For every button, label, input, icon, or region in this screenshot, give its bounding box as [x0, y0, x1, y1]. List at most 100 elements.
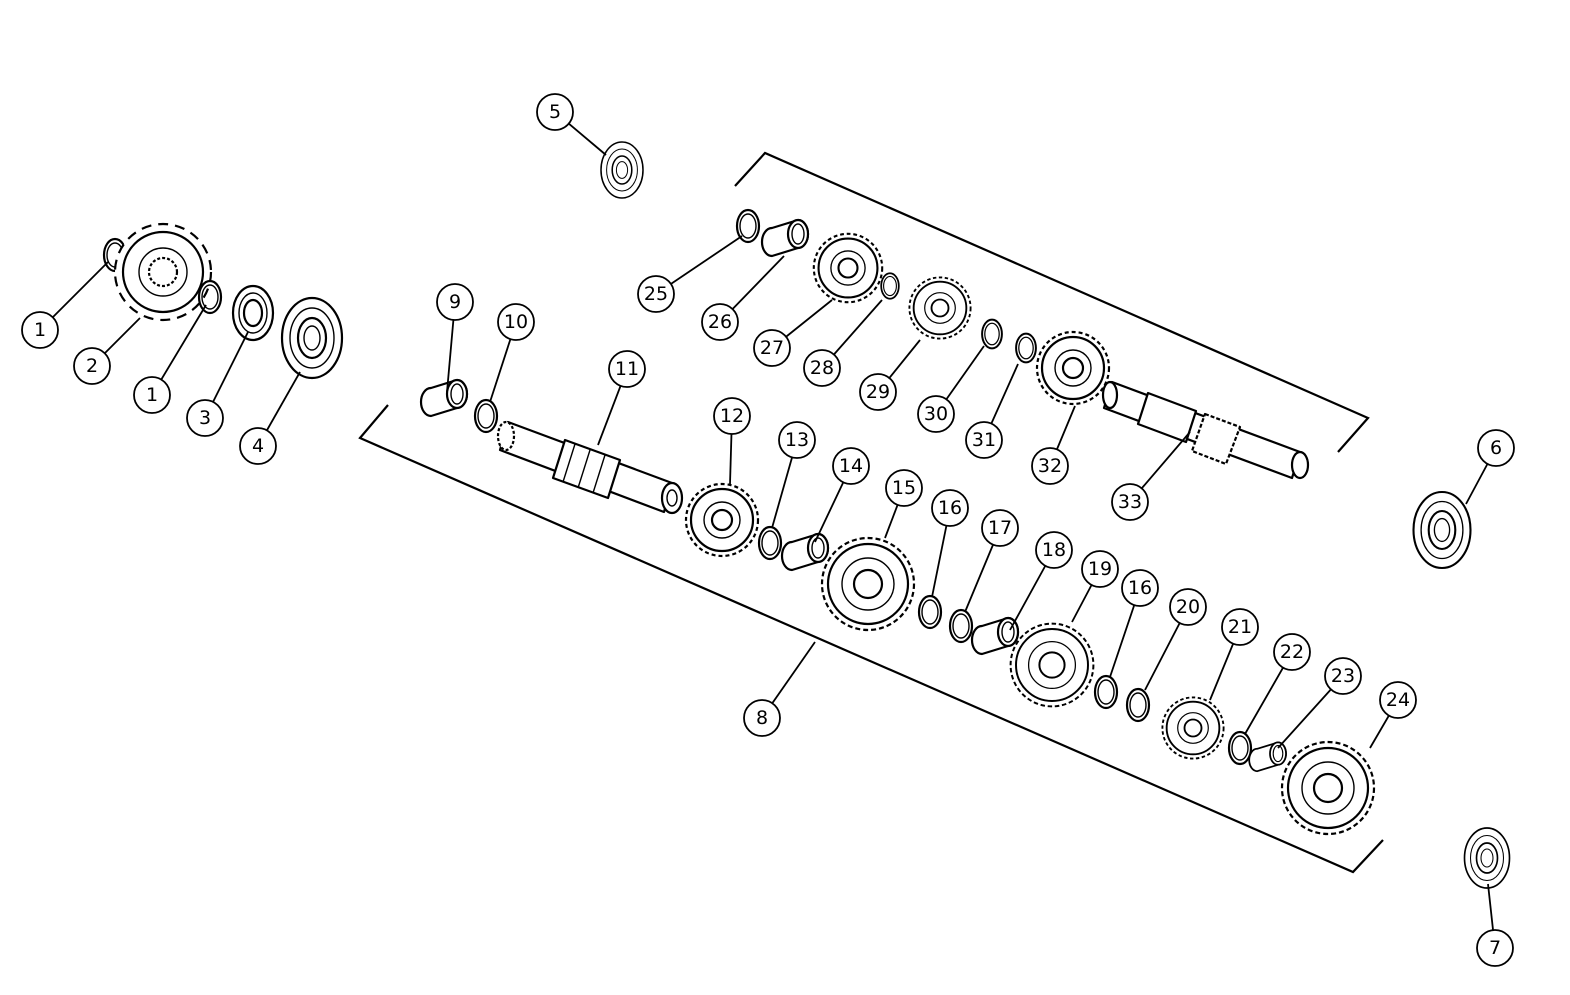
callout-3: 3 — [186, 399, 224, 437]
bearing-part-6 — [1412, 490, 1472, 570]
callout-14-label: 14 — [839, 455, 863, 477]
callout-25: 25 — [637, 275, 675, 313]
callout-31: 31 — [965, 421, 1003, 459]
callout-5-label: 5 — [549, 101, 561, 123]
callout-15-label: 15 — [892, 477, 916, 499]
circlip-part-30 — [981, 318, 1003, 350]
callout-32-label: 32 — [1038, 455, 1062, 477]
gear-part-32 — [1035, 330, 1111, 406]
bush-part-26 — [760, 218, 810, 258]
callout-26: 26 — [701, 303, 739, 341]
callout-20: 20 — [1169, 588, 1207, 626]
callout-31-label: 31 — [972, 429, 996, 451]
gear-part-29 — [908, 276, 972, 340]
callout-2: 2 — [73, 347, 111, 385]
callout-13: 13 — [778, 421, 816, 459]
callout-8: 8 — [743, 699, 781, 737]
callout-29: 29 — [859, 373, 897, 411]
callout-30-label: 30 — [924, 403, 948, 425]
bush-part-14 — [780, 532, 830, 572]
washer-part-13 — [757, 525, 783, 561]
callout-1b-label: 1 — [146, 384, 158, 406]
callout-19: 19 — [1081, 550, 1119, 588]
callout-17: 17 — [981, 509, 1019, 547]
callout-23-label: 23 — [1331, 665, 1355, 687]
callout-5: 5 — [536, 93, 574, 131]
gear-part-24 — [1280, 740, 1376, 836]
callout-23: 23 — [1324, 657, 1362, 695]
callout-25-label: 25 — [644, 283, 668, 305]
callout-12-label: 12 — [720, 405, 744, 427]
callout-1b: 1 — [133, 376, 171, 414]
callout-12: 12 — [713, 397, 751, 435]
callout-30: 30 — [917, 395, 955, 433]
callout-19-label: 19 — [1088, 558, 1112, 580]
callout-11: 11 — [608, 350, 646, 388]
callout-13-label: 13 — [785, 429, 809, 451]
callout-14: 14 — [832, 447, 870, 485]
callout-3-label: 3 — [199, 407, 211, 429]
bearing-part-7 — [1463, 827, 1511, 889]
callout-10-label: 10 — [504, 311, 528, 333]
upper-shaft-bracket — [734, 151, 1370, 453]
callout-11-label: 11 — [615, 358, 639, 380]
callout-20-label: 20 — [1176, 596, 1200, 618]
callout-6: 6 — [1477, 429, 1515, 467]
lock-washer-part-17 — [948, 608, 974, 644]
washer-part-28 — [880, 272, 900, 300]
washer-part-16a — [917, 594, 943, 630]
bearing-part-5 — [600, 141, 644, 199]
callout-28: 28 — [803, 349, 841, 387]
callout-22: 22 — [1273, 633, 1311, 671]
callout-4-label: 4 — [252, 435, 264, 457]
oil-seal-part-3 — [231, 284, 275, 342]
callout-1a-label: 1 — [34, 319, 46, 341]
callout-28-label: 28 — [810, 357, 834, 379]
callout-4: 4 — [239, 427, 277, 465]
callout-22-label: 22 — [1280, 641, 1304, 663]
callout-18-label: 18 — [1042, 539, 1066, 561]
callout-16a-label: 16 — [938, 497, 962, 519]
callout-9: 9 — [436, 283, 474, 321]
main-shaft-part-11 — [496, 420, 684, 515]
circlip-part-20 — [1125, 687, 1151, 723]
sprocket-part-2 — [113, 222, 213, 322]
lower-shaft-bracket — [358, 404, 1384, 874]
callout-27-label: 27 — [760, 337, 784, 359]
callout-16a: 16 — [931, 489, 969, 527]
callout-7-label: 7 — [1489, 937, 1501, 959]
callout-2-label: 2 — [86, 355, 98, 377]
callout-24-label: 24 — [1386, 689, 1410, 711]
callout-9-label: 9 — [449, 291, 461, 313]
bush-part-9 — [419, 378, 469, 418]
bush-part-18 — [970, 616, 1020, 656]
gear-part-12 — [684, 482, 760, 558]
callout-18: 18 — [1035, 531, 1073, 569]
washer-part-16b — [1093, 674, 1119, 710]
callout-21: 21 — [1221, 608, 1259, 646]
callout-8-label: 8 — [756, 707, 768, 729]
callout-26-label: 26 — [708, 311, 732, 333]
callout-15: 15 — [885, 469, 923, 507]
callout-17-label: 17 — [988, 517, 1012, 539]
callout-33: 33 — [1111, 483, 1149, 521]
callout-24: 24 — [1379, 681, 1417, 719]
gear-part-27 — [812, 232, 884, 304]
callout-7: 7 — [1476, 929, 1514, 967]
counter-shaft-part-33 — [1101, 380, 1310, 480]
washer-part-31 — [1015, 332, 1037, 364]
callout-6-label: 6 — [1490, 437, 1502, 459]
callout-32: 32 — [1031, 447, 1069, 485]
circlip-part-1b — [197, 279, 223, 315]
gear-part-15 — [820, 536, 916, 632]
bush-part-23 — [1248, 741, 1287, 773]
callout-29-label: 29 — [866, 381, 890, 403]
gear-part-21 — [1161, 696, 1225, 760]
callout-10: 10 — [497, 303, 535, 341]
washer-part-10 — [473, 398, 499, 434]
callout-1a: 1 — [21, 311, 59, 349]
callout-27: 27 — [753, 329, 791, 367]
callout-33-label: 33 — [1118, 491, 1142, 513]
callout-16b: 16 — [1121, 569, 1159, 607]
